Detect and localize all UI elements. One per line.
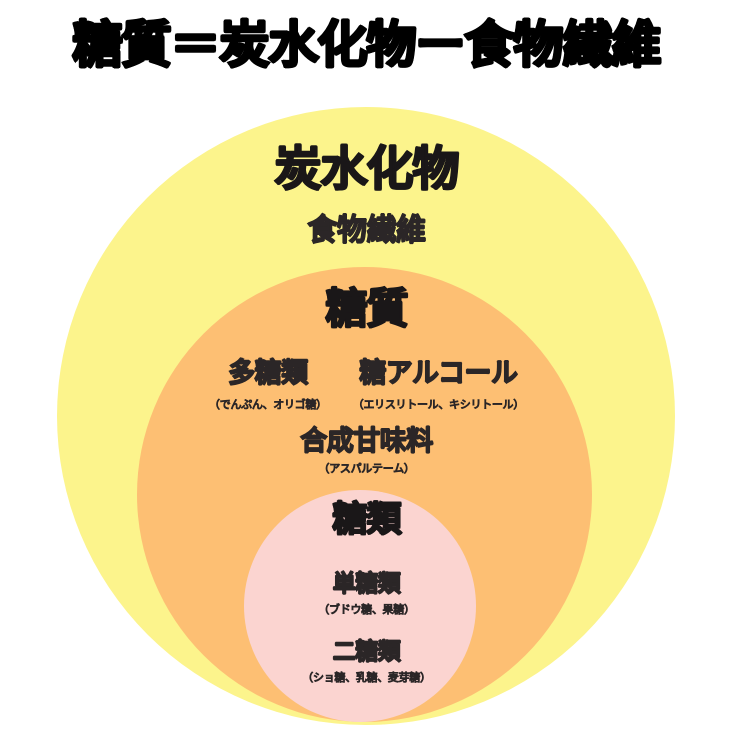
middle-circle-item-artificial-sweetener-note: （アスパルテーム） [318,462,415,475]
page-title: 糖質＝炭水化物ー食物繊維 [71,16,662,74]
outer-circle-heading: 炭水化物 [274,142,461,197]
item-note: （でんぷん、オリゴ糖） [209,398,327,411]
middle-circle-item-polysaccharide: 多糖類 （でんぷん、オリゴ糖） [209,358,327,412]
outer-circle-subheading: 食物繊維 [307,213,427,248]
middle-circle-item-row: 多糖類 （でんぷん、オリゴ糖） 糖アルコール （エリスリトール、キシリトール） [0,358,733,412]
inner-circle-item-disaccharide-note: （ショ糖、乳糖、麦芽糖） [302,671,431,684]
middle-circle-item-sugar-alcohol: 糖アルコール （エリスリトール、キシリトール） [352,358,525,412]
item-label: 糖アルコール [359,358,519,389]
middle-circle-heading: 糖質 [325,284,410,333]
inner-circle-heading: 糖類 [332,500,403,540]
middle-circle-item-artificial-sweetener-label: 合成甘味料 [300,426,434,457]
inner-circle-sugars [244,490,476,722]
inner-circle-item-disaccharide-label: 二糖類 [332,639,401,665]
item-label: 多糖類 [228,358,309,389]
inner-circle-item-monosaccharide-label: 単糖類 [332,571,401,597]
item-note: （エリスリトール、キシリトール） [352,398,525,411]
inner-circle-item-monosaccharide-note: （ブドウ糖、果糖） [318,603,415,616]
